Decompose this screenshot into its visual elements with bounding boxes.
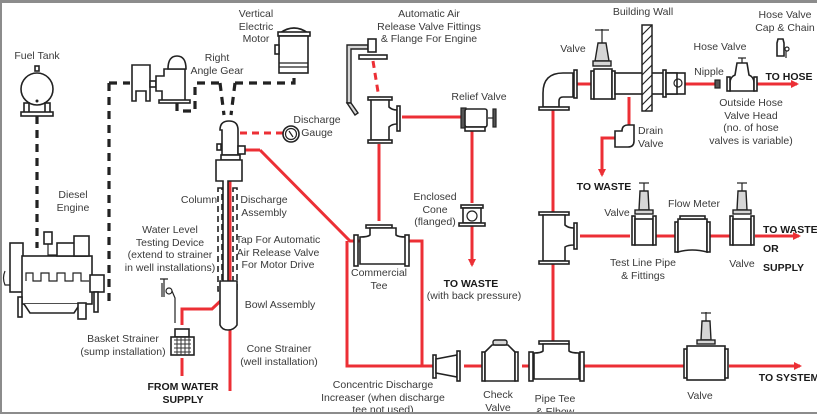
air-release-valve-fittings <box>345 38 388 116</box>
label-outside-hose-valve-head: Outside Hose Valve Head (no. of hose val… <box>709 97 793 147</box>
discharge-gauge <box>282 125 300 143</box>
discharge-head-and-column <box>215 120 246 331</box>
gear-to-head-line <box>218 82 226 116</box>
label-bowl-assembly: Bowl Assembly <box>244 299 316 311</box>
label-vertical-electric-motor: Vertical Electric Motor <box>238 8 274 45</box>
header-elbow <box>538 69 578 111</box>
label-building-wall: Building Wall <box>612 6 674 18</box>
label-to-hose: TO HOSE <box>765 71 813 83</box>
label-to-waste-back-pressure: TO WASTE <box>443 278 499 290</box>
basket-strainer <box>170 328 195 356</box>
label-commercial-tee: Commercial Tee <box>350 267 407 292</box>
diagram-canvas <box>2 24 802 391</box>
air-release-line <box>371 60 381 99</box>
tee-bypass-loop <box>345 241 434 368</box>
gate-valve-header <box>590 29 616 100</box>
label-with-back-pressure: (with back pressure) <box>426 290 522 302</box>
vertical-electric-motor <box>274 27 311 74</box>
label-tap-air-release: Tap For Automatic Air Release Valve For … <box>235 234 321 271</box>
label-relief-valve: Relief Valve <box>451 91 507 103</box>
hose-valve-cap-and-chain <box>776 38 790 58</box>
label-cone-strainer: Cone Strainer (well installation) <box>240 343 318 368</box>
label-to-waste-or-supply: TO WASTE OR SUPPLY <box>763 224 817 274</box>
gate-valve-test-line <box>631 182 657 246</box>
drain-valve <box>614 124 635 148</box>
nipple <box>714 79 721 89</box>
check-valve <box>481 339 519 382</box>
label-water-level-device: Water Level Testing Device (extend to st… <box>124 224 216 274</box>
label-test-line-pipe: Test Line Pipe & Fittings <box>610 257 676 282</box>
label-fuel-tank: Fuel Tank <box>14 50 60 62</box>
label-enclosed-cone: Enclosed Cone (flanged) <box>413 191 457 228</box>
gate-valve-system <box>683 312 729 381</box>
drain-to-waste-arrow <box>598 136 615 177</box>
label-hose-valve-cap: Hose Valve Cap & Chain <box>755 9 815 34</box>
label-to-system: TO SYSTEM <box>758 372 817 384</box>
label-valve-test-end: Valve <box>729 258 755 270</box>
label-column: Column <box>180 194 218 206</box>
label-right-angle-gear: Right Angle Gear <box>190 52 244 77</box>
label-hose-valve: Hose Valve <box>693 41 747 53</box>
tee-outlet <box>405 239 424 366</box>
commercial-tee <box>353 224 410 267</box>
gate-valve-test-end <box>729 182 755 246</box>
building-wall <box>641 24 653 112</box>
label-from-water-supply: FROM WATER SUPPLY <box>147 381 219 406</box>
label-nipple: Nipple <box>694 66 724 78</box>
right-angle-gear <box>131 55 191 104</box>
enclosed-cone <box>458 204 486 227</box>
label-concentric-increaser: Concentric Discharge Increaser (when dis… <box>321 379 445 414</box>
label-flow-meter: Flow Meter <box>668 198 720 210</box>
motor-drive-line <box>235 75 296 85</box>
label-drain-valve: Drain Valve <box>638 125 664 150</box>
label-pipe-tee-elbow: Pipe Tee & Elbow <box>534 393 576 414</box>
label-discharge-gauge: Discharge Gauge <box>293 114 341 139</box>
label-discharge-assembly: Discharge Assembly <box>240 194 288 219</box>
label-valve-header: Valve <box>560 43 586 55</box>
test-line-tee <box>538 211 578 265</box>
diesel-engine <box>2 231 105 320</box>
label-check-valve: Check Valve <box>483 389 513 414</box>
concentric-increaser <box>432 350 461 382</box>
water-level-testing-device <box>160 278 176 323</box>
flow-meter <box>674 215 711 254</box>
gear-output-line <box>175 81 220 113</box>
label-air-release-fittings: Automatic Air Release Valve Fittings & F… <box>377 8 481 45</box>
label-diesel-engine: Diesel Engine <box>56 189 90 214</box>
label-valve-test-line: Valve <box>604 207 630 219</box>
upper-tee-fitting <box>367 96 401 144</box>
drive-and-fuel-lines <box>35 75 296 303</box>
fuel-tank <box>20 65 54 117</box>
motor-to-head-line <box>229 82 237 116</box>
label-to-waste-drain: TO WASTE <box>576 181 632 193</box>
pipe-tee-elbow <box>528 340 585 382</box>
label-valve-system: Valve <box>687 390 713 402</box>
label-basket-strainer: Basket Strainer (sump installation) <box>80 333 166 358</box>
relief-valve <box>460 107 497 132</box>
hose-valve <box>726 57 758 92</box>
